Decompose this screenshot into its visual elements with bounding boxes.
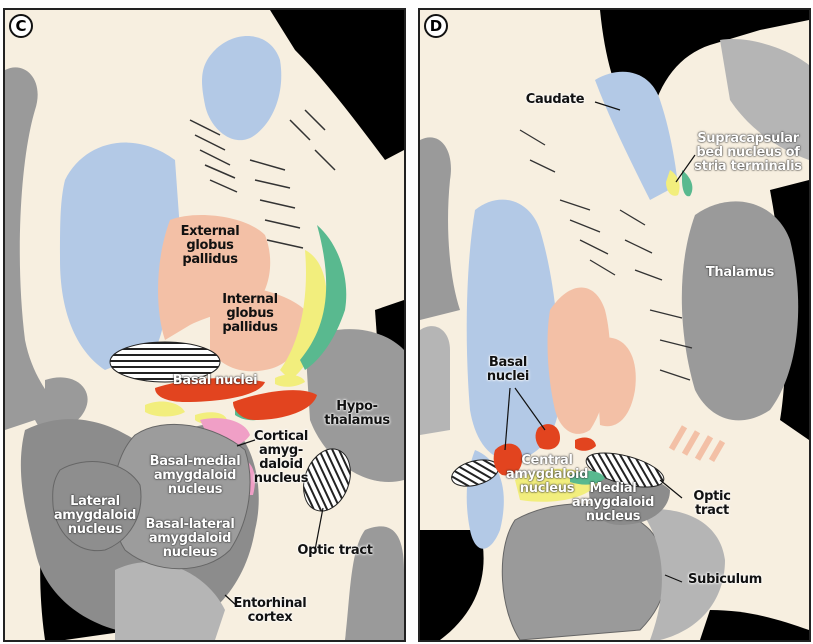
dark-ventricle-top: [270, 10, 404, 160]
gray-left-gyrus: [45, 377, 88, 425]
panel-c-letter: C: [9, 14, 33, 38]
blue-caudate: [202, 36, 281, 140]
label-internal-globus-pallidus: Internal globus pallidus: [210, 293, 290, 335]
blue-putamen-d: [467, 200, 560, 461]
label-subiculum: Subiculum: [680, 573, 770, 587]
label-hypothalamus: Hypo- thalamus: [323, 400, 391, 428]
panel-c: C External globus pallidus Internal glob…: [3, 8, 406, 642]
label-lateral-amygdaloid: Lateral amygdaloid nucleus: [45, 495, 145, 537]
gray-subiculum: [502, 504, 666, 640]
red-basal-d2: [536, 424, 560, 449]
label-basal-lateral: Basal-lateral amygdaloid nucleus: [140, 518, 240, 560]
label-basal-nuclei-c: Basal nuclei: [160, 374, 270, 388]
label-optic-tract-c: Optic tract: [290, 544, 380, 558]
label-optic-tract-d: Optic tract: [682, 490, 742, 518]
label-caudate: Caudate: [515, 93, 595, 107]
label-cortical-amygdaloid: Cortical amyg- daloid nucleus: [250, 430, 312, 486]
label-entorhinal-cortex: Entorhinal cortex: [225, 597, 315, 625]
label-thalamus: Thalamus: [690, 266, 790, 280]
label-medial-amygdaloid: Medial amygdaloid nucleus: [568, 482, 658, 524]
gray-left-gyrus-1: [420, 137, 460, 320]
gray-thalamus: [682, 201, 798, 420]
salmon-streaks: [669, 425, 725, 462]
gray-left-gyrus-2: [420, 326, 450, 435]
salmon-globus-d2: [595, 337, 636, 426]
panel-d-drawing: [420, 10, 809, 640]
label-supracapsular: Supracapsular bed nucleus of stria termi…: [688, 132, 808, 174]
dark-lower-left: [420, 530, 484, 640]
label-basal-nuclei-d: Basal nuclei: [478, 356, 538, 384]
label-basal-medial: Basal-medial amygdaloid nucleus: [145, 455, 245, 497]
red-basal-d3: [575, 438, 596, 451]
panel-d-letter: D: [424, 14, 448, 38]
dark-lower-right: [700, 610, 809, 640]
label-external-globus-pallidus: External globus pallidus: [170, 225, 250, 267]
panel-d: D Caudate Supracapsular bed nucleus of s…: [418, 8, 811, 642]
blue-caudate-d: [595, 72, 678, 200]
